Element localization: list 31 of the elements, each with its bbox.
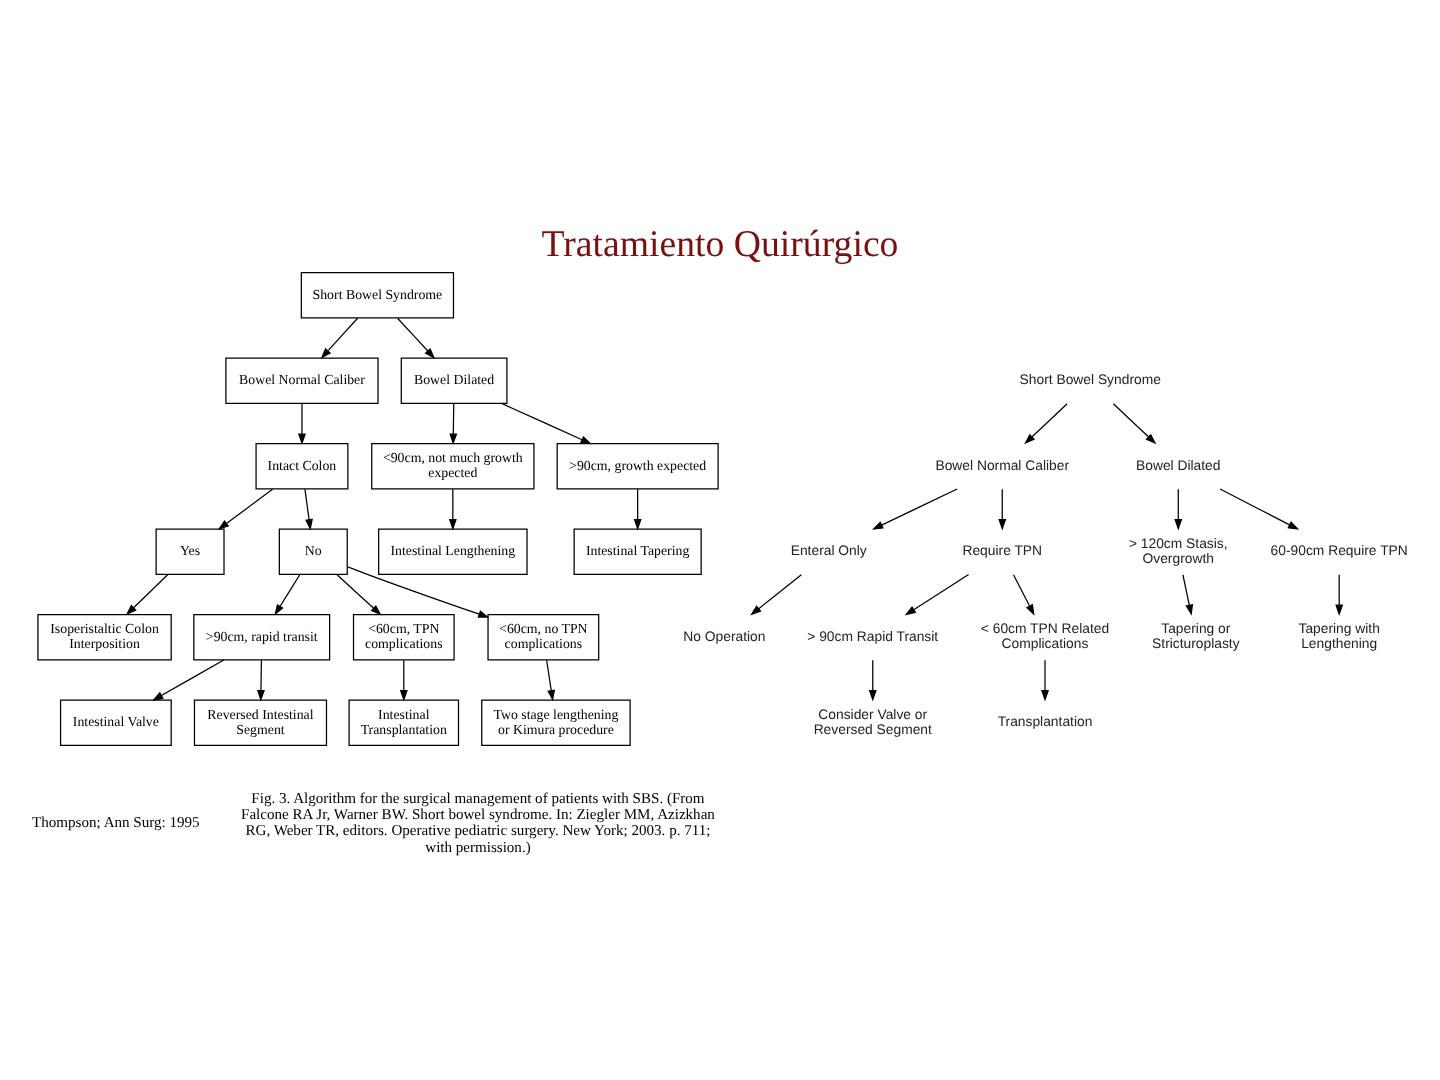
arrow: [1041, 658, 1049, 701]
arrow: [298, 402, 306, 444]
arrow: [125, 573, 169, 615]
arrow: [1174, 487, 1183, 530]
arrow: [399, 658, 408, 701]
arrow: [304, 487, 313, 530]
arrow: [320, 316, 359, 358]
arrow: [1024, 402, 1068, 444]
arrow: [998, 487, 1007, 530]
arrow: [750, 573, 802, 615]
arrow: [1012, 573, 1035, 615]
arrow: [1182, 573, 1194, 615]
arrow: [546, 658, 556, 701]
arrow: [217, 487, 274, 529]
arrow: [449, 402, 458, 444]
arrow: [1335, 573, 1344, 615]
arrow: [1219, 487, 1300, 529]
arrow: [257, 658, 265, 701]
arrow: [396, 316, 436, 358]
arrow: [501, 401, 592, 444]
arrow: [1112, 402, 1157, 444]
arrow: [336, 573, 382, 615]
arrow: [868, 658, 877, 701]
arrow: [633, 487, 642, 530]
arrow: [904, 572, 970, 615]
diagram-title: Tratamiento Quirúrgico: [541, 223, 899, 266]
arrow: [448, 487, 457, 530]
arrow: [151, 658, 225, 700]
arrow: [274, 573, 301, 615]
arrow: [346, 565, 490, 617]
arrow: [871, 487, 958, 529]
